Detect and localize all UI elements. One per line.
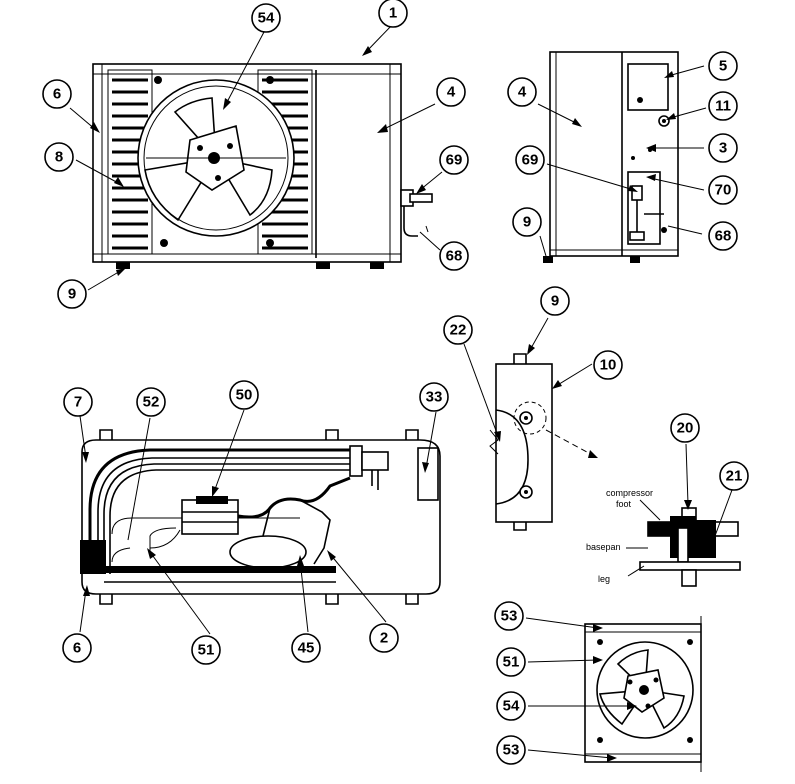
component-50 — [181, 496, 239, 535]
callout-50: 50 — [229, 380, 259, 410]
callout-4-side: 4 — [507, 77, 537, 107]
svg-text:20: 20 — [677, 420, 694, 437]
callout-69-side: 69 — [515, 145, 545, 175]
svg-text:9: 9 — [551, 293, 559, 310]
callout-51-fan: 51 — [496, 647, 526, 677]
callout-54-fan: 54 — [496, 691, 526, 721]
callout-53-bottom: 53 — [496, 735, 526, 765]
svg-text:52: 52 — [143, 394, 160, 411]
callout-9-detail: 9 — [540, 286, 570, 316]
svg-text:21: 21 — [726, 468, 743, 485]
svg-text:7: 7 — [74, 394, 82, 411]
svg-text:45: 45 — [298, 640, 315, 657]
service-valve-front — [400, 189, 433, 237]
svg-text:53: 53 — [501, 608, 518, 625]
svg-text:5: 5 — [719, 58, 727, 75]
callout-51-top: 51 — [191, 635, 221, 665]
svg-text:3: 3 — [719, 140, 727, 157]
svg-text:54: 54 — [258, 10, 275, 27]
callout-2: 2 — [369, 623, 399, 653]
callout-68-side: 68 — [708, 221, 738, 251]
svg-text:10: 10 — [600, 357, 617, 374]
compressor-foot-detail — [626, 499, 741, 587]
callout-69-front: 69 — [439, 145, 469, 175]
side-view-unit — [543, 51, 679, 263]
svg-text:50: 50 — [236, 387, 253, 404]
svg-text:51: 51 — [503, 654, 520, 671]
panel-detail — [489, 353, 599, 531]
callout-5: 5 — [708, 51, 738, 81]
callout-8: 8 — [44, 142, 74, 172]
svg-text:6: 6 — [53, 86, 61, 103]
fan-mount-detail — [584, 616, 702, 772]
callout-54-front: 54 — [251, 3, 281, 33]
svg-text:4: 4 — [518, 84, 527, 101]
svg-text:8: 8 — [55, 149, 63, 166]
callout-68-front: 68 — [439, 241, 469, 271]
svg-text:70: 70 — [715, 182, 732, 199]
callout-22: 22 — [443, 315, 473, 345]
callout-20: 20 — [670, 413, 700, 443]
callout-45: 45 — [291, 633, 321, 663]
callout-70: 70 — [708, 175, 738, 205]
fan-assembly-front — [137, 79, 295, 237]
svg-text:4: 4 — [447, 84, 456, 101]
basepan-label: basepan — [586, 542, 621, 552]
callout-53-top: 53 — [494, 601, 524, 631]
leader-lines — [69, 23, 733, 762]
svg-text:6: 6 — [73, 640, 81, 657]
front-view-unit — [92, 63, 433, 269]
svg-text:9: 9 — [523, 214, 531, 231]
callout-7: 7 — [63, 387, 93, 417]
svg-text:69: 69 — [522, 152, 539, 169]
svg-text:1: 1 — [389, 5, 397, 22]
callout-33: 33 — [419, 382, 449, 412]
callout-4-front: 4 — [436, 77, 466, 107]
svg-text:54: 54 — [503, 698, 520, 715]
callout-21: 21 — [719, 461, 749, 491]
callout-6-front: 6 — [42, 79, 72, 109]
condenser-coil-top — [80, 445, 363, 574]
top-internal-view — [80, 429, 441, 605]
svg-text:2: 2 — [380, 630, 388, 647]
svg-text:53: 53 — [503, 742, 520, 759]
callout-3: 3 — [708, 133, 738, 163]
svg-text:22: 22 — [450, 322, 467, 339]
compressor-foot-label-2: foot — [616, 499, 632, 509]
callout-10: 10 — [593, 350, 623, 380]
svg-text:68: 68 — [715, 228, 732, 245]
callout-11: 11 — [708, 91, 738, 121]
svg-text:69: 69 — [446, 152, 463, 169]
svg-text:33: 33 — [426, 389, 443, 406]
svg-text:11: 11 — [715, 98, 731, 115]
compressor-foot-label-1: compressor — [606, 488, 653, 498]
callout-52: 52 — [136, 387, 166, 417]
svg-text:9: 9 — [68, 286, 76, 303]
leg-label: leg — [598, 574, 610, 584]
callout-9-front: 9 — [57, 279, 87, 309]
callout-6-top: 6 — [62, 633, 92, 663]
svg-text:68: 68 — [446, 248, 463, 265]
callout-1: 1 — [378, 0, 408, 28]
svg-text:51: 51 — [198, 642, 215, 659]
callout-9-side: 9 — [512, 207, 542, 237]
